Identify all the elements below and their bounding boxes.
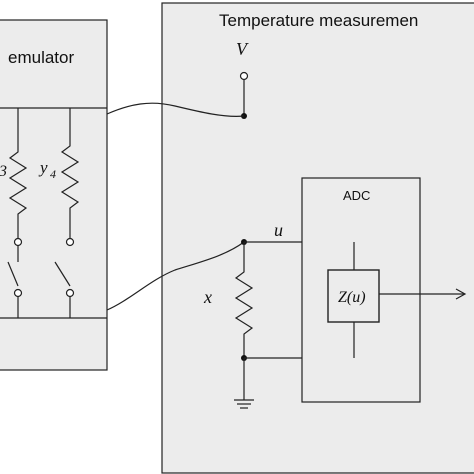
label-y4: y [38, 158, 48, 177]
label-x: x [203, 287, 212, 307]
emulator-resistor-y3 [7, 108, 28, 318]
arrow-right-icon [455, 288, 467, 300]
adc-box [301, 177, 421, 403]
label-z: Z(u) [338, 289, 366, 306]
cable-bottom [106, 241, 245, 311]
emulator-resistor-y4 [54, 108, 80, 318]
cable-top [106, 102, 245, 117]
label-y4-subscript: 4 [50, 167, 56, 181]
resistor-x [234, 242, 254, 358]
label-y3-subscript: 3 [0, 163, 7, 180]
label-u: u [274, 220, 283, 240]
adc-label: ADC [343, 188, 370, 203]
measurement-title: Temperature measuremen [219, 11, 418, 30]
terminal-V [239, 71, 249, 81]
z-block [327, 269, 380, 323]
emulator-title: emulator [8, 48, 74, 67]
label-V: V [236, 39, 249, 59]
ground-icon [234, 399, 254, 409]
